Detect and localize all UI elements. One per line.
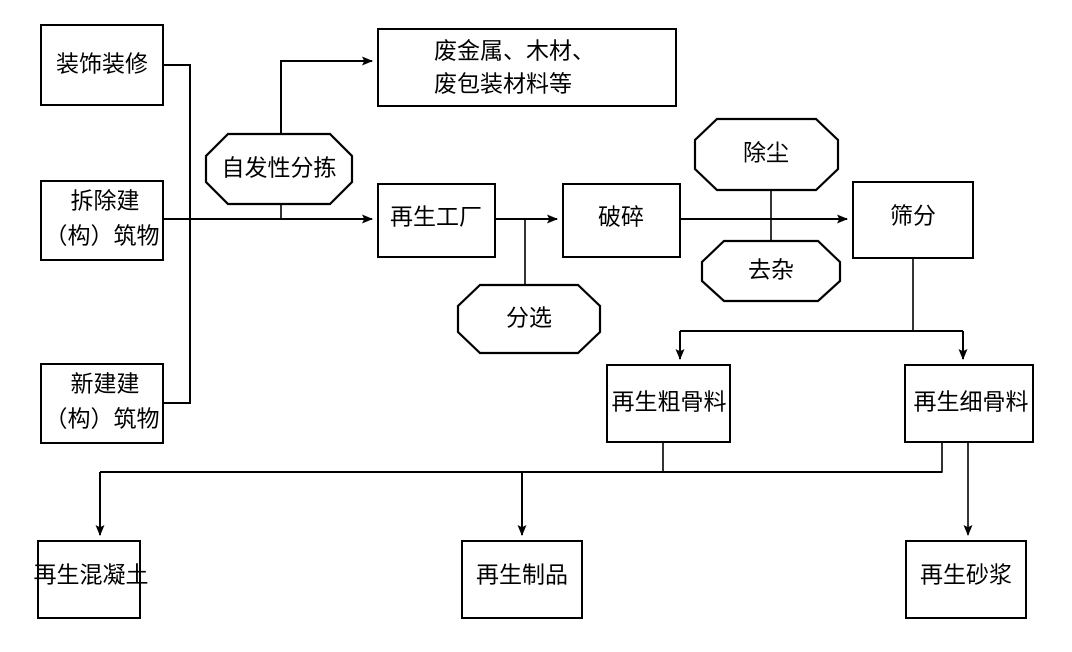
node-coarse-aggregate-label: 再生粗骨料 xyxy=(612,389,727,414)
node-new-structure[interactable]: 新建建 （构）筑物 xyxy=(40,363,164,444)
node-decoration-renovation-label: 装饰装修 xyxy=(56,51,148,76)
node-demolition-structure-label-line2: （构）筑物 xyxy=(45,223,160,248)
node-recycling-plant[interactable]: 再生工厂 xyxy=(377,183,496,258)
node-recycled-mortar-label: 再生砂浆 xyxy=(920,562,1012,587)
node-new-structure-box xyxy=(40,363,164,444)
node-new-structure-label-line1: 新建建 xyxy=(71,371,140,396)
node-recycled-products-box xyxy=(461,540,583,619)
node-waste-materials-label-line1: 废金属、木材、 xyxy=(434,38,595,63)
node-recycled-mortar[interactable]: 再生砂浆 xyxy=(905,540,1027,619)
node-impurity-removal-shape xyxy=(700,239,842,303)
node-waste-materials-label-line2: 废包装材料等 xyxy=(434,71,572,96)
node-fine-aggregate-label: 再生细骨料 xyxy=(914,389,1029,414)
node-recycled-concrete-label: 再生混凝土 xyxy=(34,562,149,587)
edge-new-structure-to-trunk xyxy=(163,219,191,404)
node-recycled-products[interactable]: 再生制品 xyxy=(461,540,583,619)
node-recycling-plant-box xyxy=(377,183,496,258)
node-separation-shape xyxy=(456,283,602,355)
node-spontaneous-sorting-label: 自发性分拣 xyxy=(222,155,337,180)
node-screening-box xyxy=(852,181,974,259)
node-coarse-aggregate-box xyxy=(606,364,731,443)
edge-decoration-to-trunk xyxy=(163,64,191,219)
node-demolition-structure[interactable]: 拆除建 （构）筑物 xyxy=(40,180,164,261)
node-dust-removal[interactable]: 除尘 xyxy=(693,117,840,192)
edge-fine-aggregate-to-bus xyxy=(663,442,943,473)
node-decoration-renovation-box xyxy=(40,24,164,106)
node-dust-removal-label: 除尘 xyxy=(743,140,789,165)
node-spontaneous-sorting[interactable]: 自发性分拣 xyxy=(204,132,354,206)
node-crushing[interactable]: 破碎 xyxy=(562,183,681,258)
node-screening-label: 筛分 xyxy=(890,203,936,228)
node-fine-aggregate-box xyxy=(904,364,1034,443)
node-fine-aggregate[interactable]: 再生细骨料 xyxy=(904,364,1034,443)
node-screening[interactable]: 筛分 xyxy=(852,181,974,259)
node-new-structure-label-line2: （构）筑物 xyxy=(45,406,160,431)
node-demolition-structure-label-line1: 拆除建 xyxy=(71,188,140,213)
node-recycled-concrete[interactable]: 再生混凝土 xyxy=(34,540,149,619)
node-dust-removal-shape xyxy=(693,117,840,192)
node-impurity-removal-label: 去杂 xyxy=(748,257,794,282)
node-crushing-label: 破碎 xyxy=(598,204,644,229)
node-recycled-mortar-box xyxy=(905,540,1027,619)
node-demolition-structure-box xyxy=(40,180,164,261)
node-decoration-renovation[interactable]: 装饰装修 xyxy=(40,24,164,106)
node-separation[interactable]: 分选 xyxy=(456,283,602,355)
node-recycling-plant-label: 再生工厂 xyxy=(390,204,482,229)
node-spontaneous-sorting-shape xyxy=(204,132,354,206)
node-waste-materials[interactable]: 废金属、木材、 废包装材料等 xyxy=(377,28,677,107)
node-waste-materials-box xyxy=(377,28,677,107)
node-separation-label: 分选 xyxy=(506,305,552,330)
node-coarse-aggregate[interactable]: 再生粗骨料 xyxy=(606,364,731,443)
edge-sorting-to-waste-materials xyxy=(280,56,373,134)
node-crushing-box xyxy=(562,183,681,258)
node-recycled-concrete-box xyxy=(37,540,141,619)
node-impurity-removal[interactable]: 去杂 xyxy=(700,239,842,303)
node-recycled-products-label: 再生制品 xyxy=(476,562,568,587)
